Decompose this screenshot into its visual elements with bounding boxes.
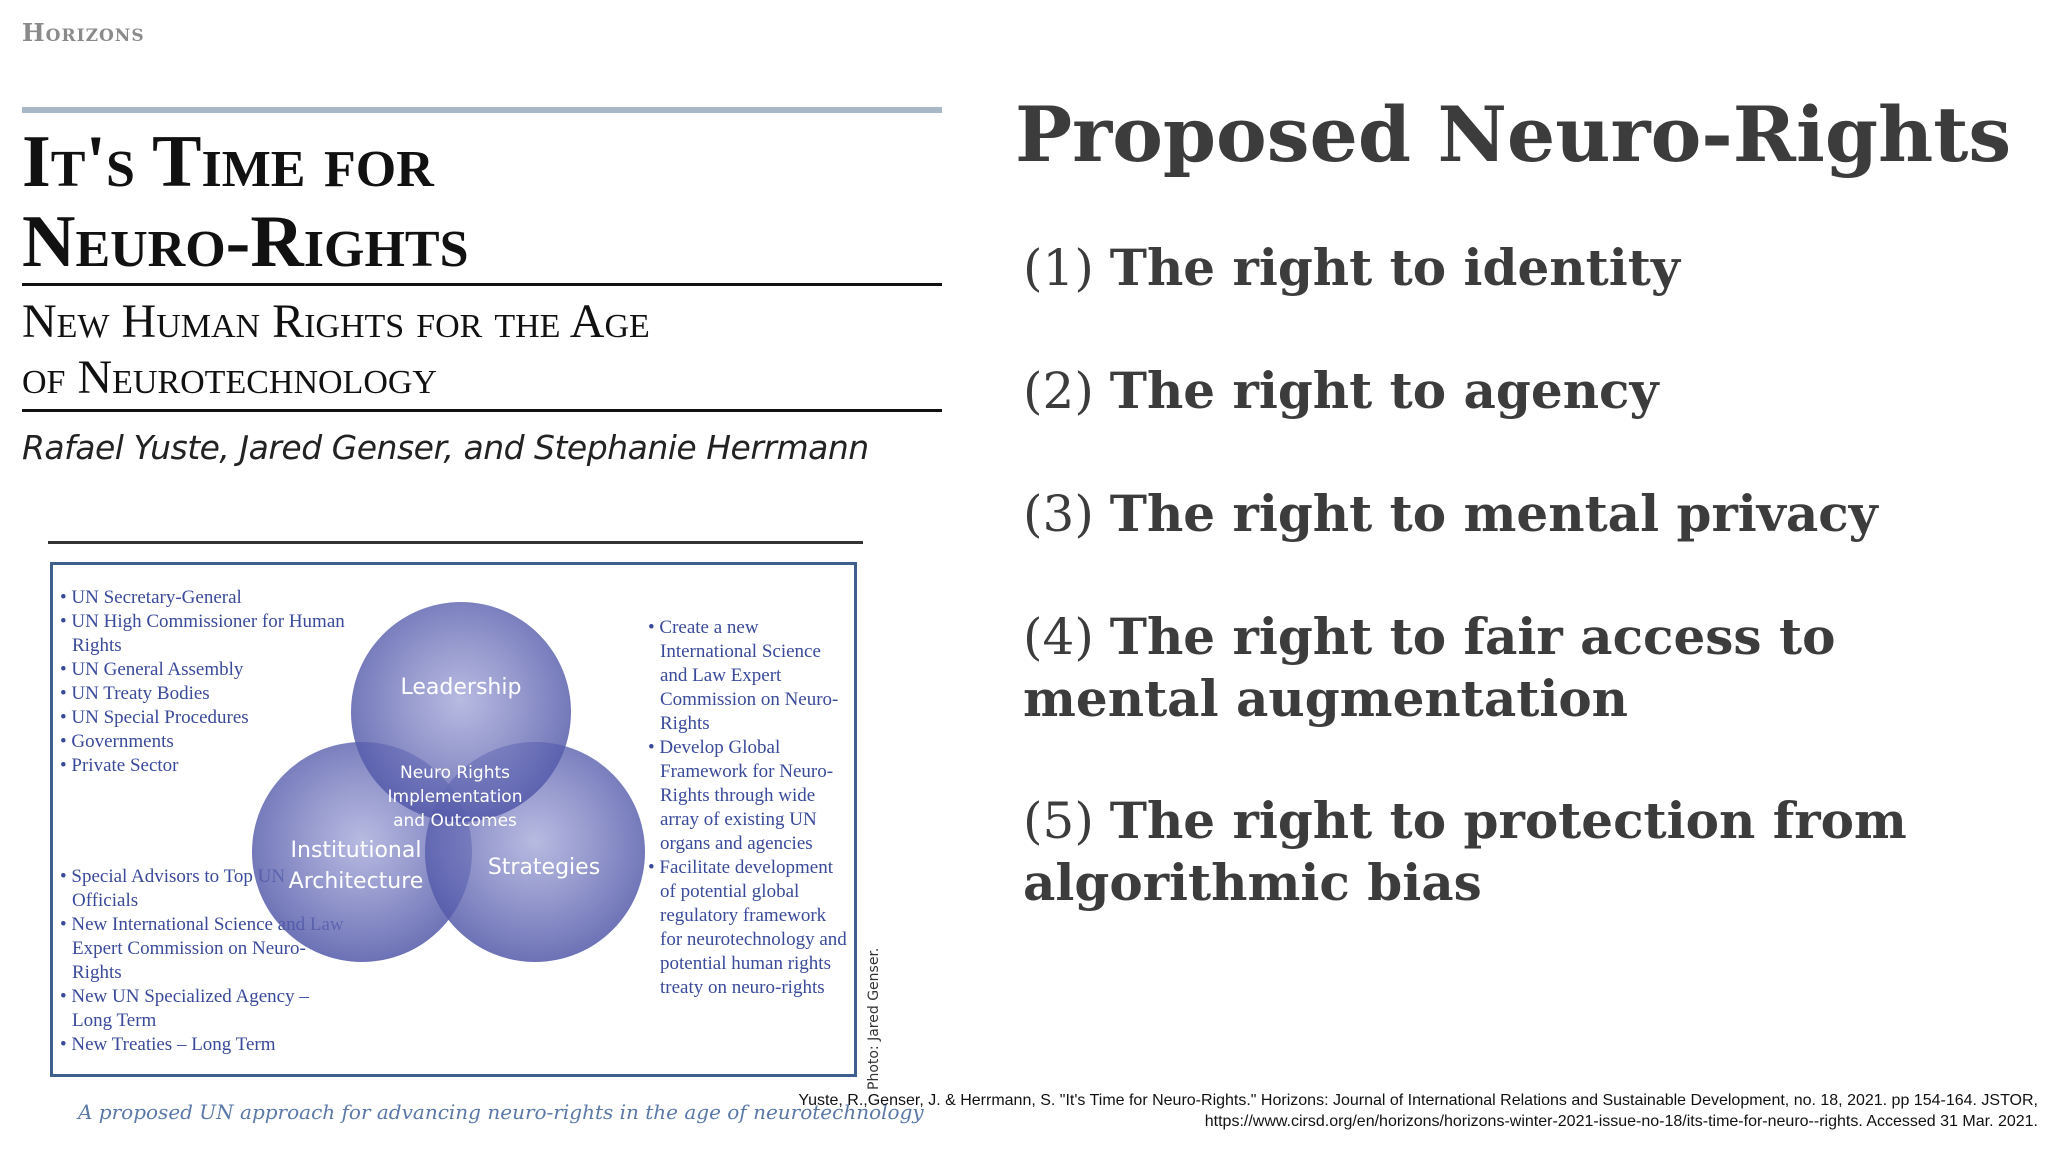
institutional-list: Special Advisors to Top UN Officials New…	[60, 865, 350, 1057]
list-item: UN High Commissioner for Human Rights	[60, 610, 360, 658]
figure-frame	[50, 562, 857, 1077]
right-text: The right to protection from algorithmic…	[1023, 791, 1907, 912]
article-subtitle: New Human Rights for the Age of Neurotec…	[22, 295, 650, 404]
list-item: Develop Global Framework for Neuro-Right…	[648, 736, 853, 856]
right-number: (1)	[1023, 239, 1094, 297]
list-item: Governments	[60, 730, 360, 754]
right-item: (3) The right to mental privacy	[1023, 483, 2023, 545]
right-text: The right to mental privacy	[1109, 484, 1878, 543]
list-item: UN Special Procedures	[60, 706, 360, 730]
section-title: Proposed Neuro-Rights	[1015, 90, 2012, 179]
venn-center-line-2: Implementation	[388, 787, 523, 807]
citation: Yuste, R.,Genser, J. & Herrmann, S. "It'…	[798, 1092, 2038, 1130]
list-item: Create a new International Science and L…	[648, 616, 853, 736]
list-item: UN Secretary-General	[60, 586, 360, 610]
venn-center-line-3: and Outcomes	[393, 811, 517, 831]
right-item: (2) The right to agency	[1023, 360, 2023, 422]
list-item: New Treaties – Long Term	[60, 1033, 350, 1057]
right-number: (2)	[1023, 362, 1094, 420]
list-item: Special Advisors to Top UN Officials	[60, 865, 350, 913]
article-title: It's Time for Neuro-Rights	[22, 121, 469, 283]
right-number: (3)	[1023, 485, 1094, 543]
right-number: (4)	[1023, 608, 1094, 666]
venn-circle-leadership	[351, 602, 571, 822]
list-item: UN Treaty Bodies	[60, 682, 360, 706]
right-text: The right to identity	[1109, 238, 1680, 297]
strategies-list: Create a new International Science and L…	[648, 616, 853, 1000]
venn-diagram: Leadership Neuro Rights Implementation a…	[252, 602, 645, 962]
venn-label-institutional-2: Architecture	[289, 869, 424, 894]
list-item: UN General Assembly	[60, 658, 360, 682]
article-authors: Rafael Yuste, Jared Genser, and Stephani…	[22, 428, 869, 467]
right-text: The right to fair access to mental augme…	[1023, 607, 1836, 728]
title-top-rule	[22, 107, 942, 113]
right-item: (4) The right to fair access to mental a…	[1023, 606, 2023, 730]
list-item: Facilitate development of potential glob…	[648, 856, 853, 1000]
photo-credit: Photo: Jared Genser.	[866, 947, 882, 1090]
title-divider	[22, 283, 942, 286]
leadership-list: UN Secretary-General UN High Commissione…	[60, 586, 360, 778]
right-text: The right to agency	[1109, 361, 1659, 420]
list-item: Private Sector	[60, 754, 360, 778]
figure-top-rule	[48, 541, 863, 544]
brand-logo: Horizons	[22, 18, 145, 47]
right-item: (1) The right to identity	[1023, 237, 2023, 299]
venn-label-leadership: Leadership	[401, 675, 522, 700]
list-item: New UN Specialized Agency – Long Term	[60, 985, 350, 1033]
venn-center-line-1: Neuro Rights	[400, 763, 510, 783]
venn-label-institutional-1: Institutional	[291, 838, 422, 863]
subtitle-divider	[22, 409, 942, 412]
right-number: (5)	[1023, 792, 1094, 850]
figure-caption: A proposed UN approach for advancing neu…	[78, 1100, 924, 1124]
right-item: (5) The right to protection from algorit…	[1023, 790, 2023, 914]
venn-label-strategies: Strategies	[488, 855, 600, 880]
